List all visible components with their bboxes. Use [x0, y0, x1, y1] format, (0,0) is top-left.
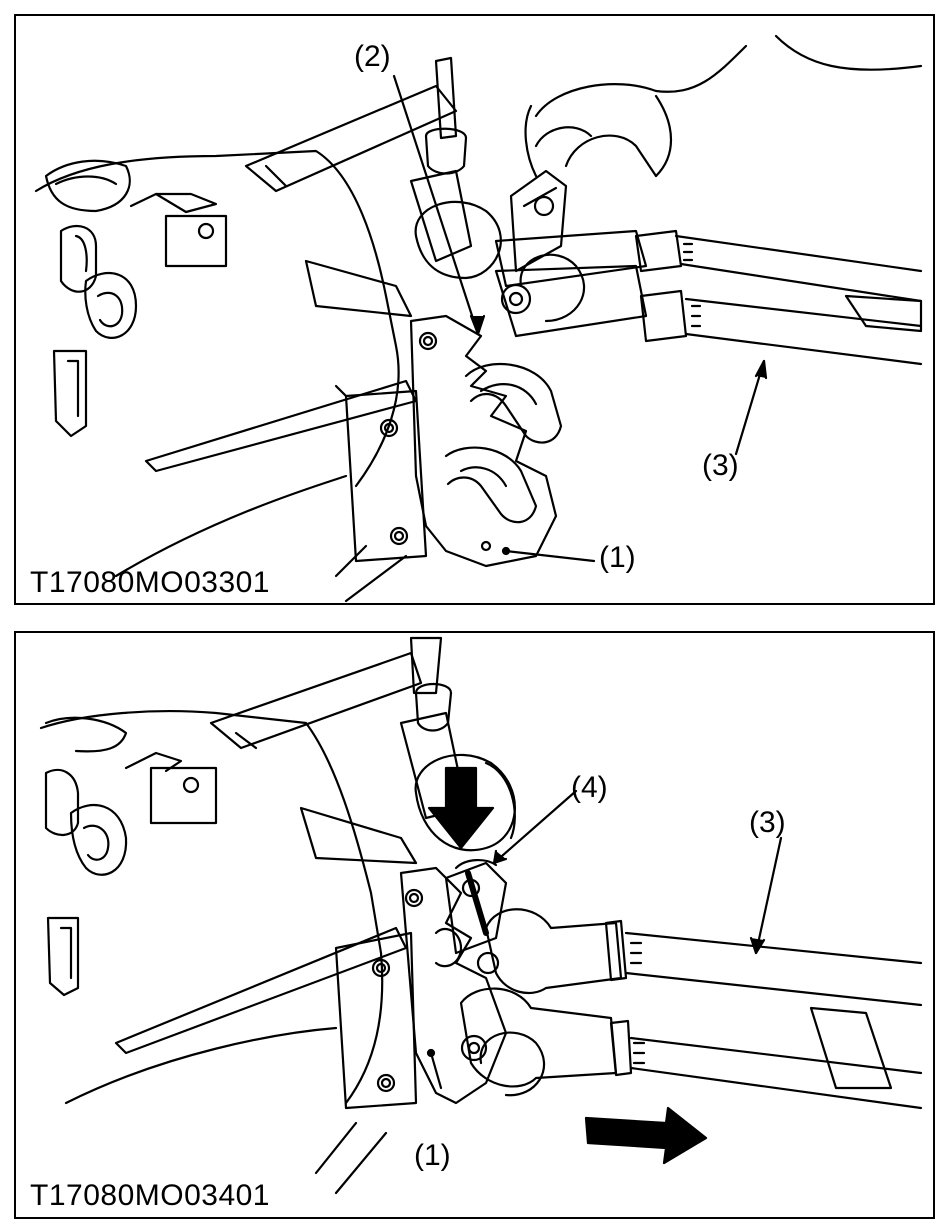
- clevis-upper: [444, 861, 508, 955]
- leader-1: [504, 549, 596, 563]
- pull-arrow-right: [584, 1106, 708, 1165]
- vertical-bracket: [344, 389, 428, 563]
- tractor-frame: [34, 149, 400, 488]
- callout-3: (3): [749, 806, 786, 839]
- vertical-rod: [409, 636, 443, 695]
- top-illustration: [34, 34, 923, 603]
- tie-rod-upper-nut: [604, 919, 628, 982]
- hook-slot-lower: [444, 446, 538, 524]
- leader-4: [492, 789, 578, 865]
- clevis-upper: [509, 169, 568, 273]
- tractor-frame: [39, 710, 384, 1105]
- tie-rod-lower: [639, 289, 688, 343]
- clevis-body-lower: [459, 987, 618, 1088]
- wedge-plate-upper: [299, 806, 418, 865]
- hook-plate: [409, 314, 558, 568]
- hook-plate: [399, 866, 508, 1105]
- vertical-bracket: [334, 931, 418, 1110]
- figure-code: T17080MO03401: [30, 1179, 270, 1212]
- callout-2: (2): [354, 40, 391, 73]
- lower-plate: [114, 926, 408, 1055]
- vertical-rod: [434, 56, 458, 140]
- upper-link-arm: [244, 84, 458, 193]
- hand: [534, 34, 923, 178]
- upper-link-arm: [209, 651, 423, 750]
- callout-1: (1): [599, 541, 636, 574]
- figure-code: T17080MO03301: [30, 566, 270, 599]
- leader-1: [429, 1051, 443, 1090]
- figure-bottom: (4) (3) (1) T17080MO03401: [14, 631, 935, 1219]
- tie-rod-upper: [634, 229, 683, 273]
- bottom-illustration: [39, 636, 923, 1195]
- callout-1: (1): [414, 1139, 451, 1172]
- callout-4: (4): [571, 771, 608, 804]
- clevis-body-upper: [484, 908, 623, 995]
- hook-slot-upper: [464, 362, 563, 444]
- leader-2: [392, 74, 480, 336]
- tie-rod-lower-nut: [609, 1019, 633, 1077]
- leader-3: [754, 836, 783, 955]
- clevis-body: [494, 229, 648, 288]
- wedge-plate-upper: [304, 259, 413, 318]
- callout-3: (3): [702, 449, 739, 482]
- push-arrow-down: [427, 766, 495, 850]
- figure-top: (2) (3) (1) T17080MO03301: [14, 14, 935, 605]
